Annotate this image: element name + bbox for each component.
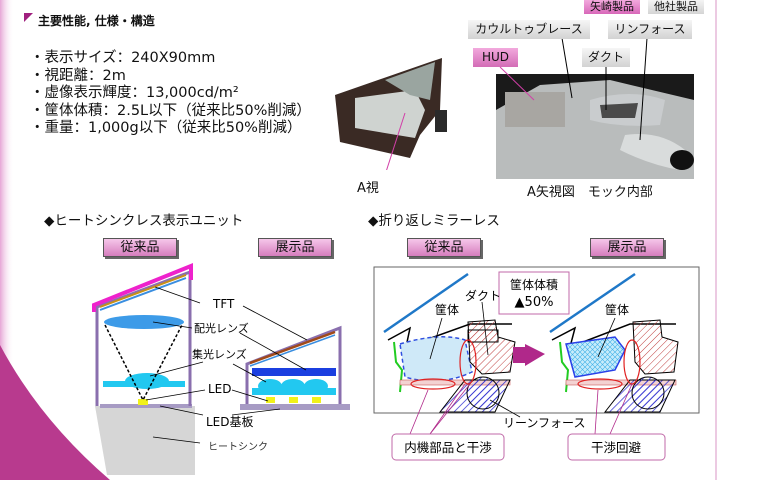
label-tft: TFT (212, 297, 235, 311)
spec-item: ・筐体体積：2.5L以下（従来比50%削減） (30, 102, 311, 119)
label-reinforce: リーンフォース (503, 416, 585, 430)
label-distribution-lens: 配光レンズ (194, 321, 249, 335)
label-led-board: LED基板 (206, 415, 254, 429)
mirrorless-diagram: 筐体体積 ▲50% ダクト 筐体 筐体 リーンフォース 内機部品と干渉 干渉回避 (373, 266, 700, 461)
label-duct: ダクト (582, 48, 630, 67)
label-volume-reduction: ▲50% (515, 295, 554, 310)
section-title-mirrorless: ◆折り返しミラーレス (368, 213, 500, 229)
mock-photo-caption: A矢視図 モック内部 (527, 185, 653, 200)
heatsink-diagram: TFT 配光レンズ 集光レンズ LED LED基板 ヒートシンク (92, 263, 350, 475)
label-interference: 内機部品と干渉 (404, 440, 492, 455)
spec-item: ・表示サイズ：240X90mm (30, 50, 216, 66)
section-title-heatsinkless: ◆ヒートシンクレス表示ユニット (44, 213, 244, 229)
hud-photo-caption: A視 (357, 181, 379, 196)
label-cowl-brace: カウルトゥブレース (468, 20, 590, 39)
spec-list: ・表示サイズ：240X90mm ・視距離：2m ・虚像表示輝度：13,000cd… (30, 50, 311, 138)
spec-item: ・虚像表示輝度：13,000cd/m² (30, 85, 239, 101)
label-led: LED (208, 382, 232, 396)
legend-other: 他社製品 (648, 0, 704, 14)
label-duct: ダクト (465, 288, 501, 303)
label-heatsink: ヒートシンク (208, 441, 268, 453)
button-exhibit-mirror[interactable]: 展示品 (590, 238, 664, 257)
label-reinforce: リンフォース (608, 20, 692, 39)
hud-unit-photo (335, 58, 447, 170)
label-interference-avoided: 干渉回避 (591, 440, 642, 455)
label-housing-right: 筐体 (605, 302, 629, 317)
page-title: 主要性能, 仕様・構造 (38, 14, 155, 28)
label-condenser-lens: 集光レンズ (192, 347, 247, 361)
label-housing-volume: 筐体体積 (510, 277, 558, 292)
button-conventional-heatsink[interactable]: 従来品 (103, 238, 177, 257)
button-conventional-mirror[interactable]: 従来品 (407, 238, 481, 257)
button-exhibit-heatsink[interactable]: 展示品 (258, 238, 332, 257)
spec-item: ・重量：1,000g以下（従来比50%削減） (30, 120, 302, 136)
legend-yazaki: 矢崎製品 (584, 0, 640, 14)
spec-item: ・視距離：2m (30, 67, 126, 84)
label-housing-left: 筐体 (435, 302, 459, 317)
mock-interior-photo (496, 37, 694, 179)
title-marker-icon (24, 13, 33, 22)
label-hud: HUD (473, 48, 518, 67)
